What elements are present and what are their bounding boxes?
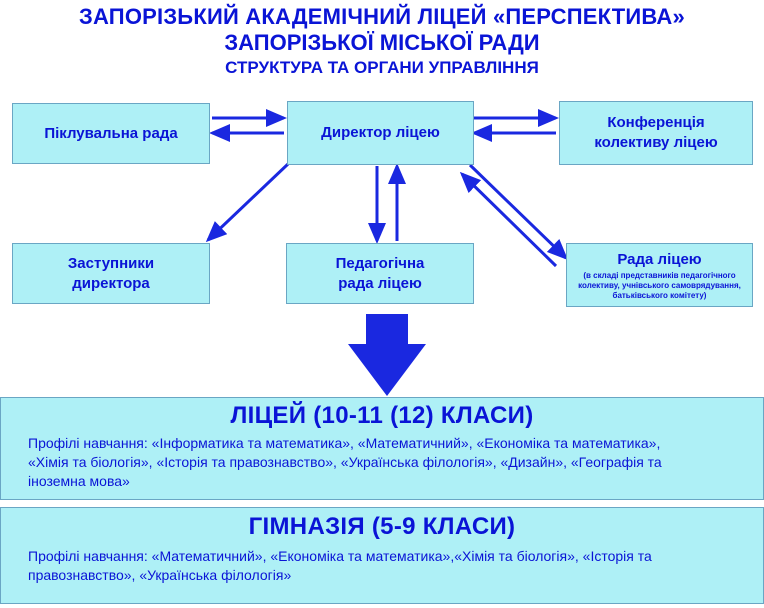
lyceum-council-note-3: батьківського комітету)	[612, 290, 707, 300]
lyceum-council-box: Рада ліцею (в складі представників педаг…	[566, 243, 753, 307]
lyceum-profiles-1: Профілі навчання: «Інформатика та матема…	[28, 435, 661, 451]
gymnasium-section: ГІМНАЗІЯ (5-9 КЛАСИ) Профілі навчання: «…	[0, 507, 764, 604]
lyceum-profiles-2: «Хімія та біологія», «Історія та правозн…	[28, 454, 662, 470]
arrow-lyceum-council-to-director	[459, 171, 558, 268]
conference-label-1: Конференція	[607, 114, 705, 131]
big-down-arrow	[348, 314, 426, 396]
conference-label-2: колективу ліцею	[594, 134, 718, 151]
deputies-label-2: директора	[72, 274, 150, 292]
school-title: ЗАПОРІЗЬКИЙ АКАДЕМІЧНИЙ ЛІЦЕЙ «ПЕРСПЕКТИ…	[79, 4, 685, 29]
deputies-box: Заступники директора	[12, 243, 210, 304]
arrow-director-to-deputies	[205, 162, 290, 243]
gymnasium-profiles-1: Профілі навчання: «Математичний», «Еконо…	[28, 548, 652, 564]
structure-title: СТРУКТУРА ТА ОРГАНИ УПРАВЛІННЯ	[225, 58, 539, 77]
pedagogical-council-box: Педагогічна рада ліцею	[286, 243, 474, 304]
lyceum-profiles-3: іноземна мова»	[28, 473, 130, 489]
lyceum-council-title: Рада ліцею	[617, 250, 702, 268]
gymnasium-profiles-2: правознавство», «Українська філологія»	[28, 567, 292, 583]
ped-council-label-1: Педагогічна	[335, 254, 425, 272]
school-subtitle: ЗАПОРІЗЬКОЇ МІСЬКОЇ РАДИ	[224, 30, 540, 55]
gymnasium-heading: ГІМНАЗІЯ (5-9 КЛАСИ)	[248, 513, 516, 540]
deputies-label-1: Заступники	[67, 254, 155, 272]
board-of-trustees-box: Піклувальна рада	[12, 103, 210, 164]
director-label: Директор ліцею	[321, 124, 440, 141]
board-of-trustees-label: Піклувальна рада	[44, 124, 178, 142]
director-box: Директор ліцею	[287, 101, 474, 165]
conference-box: Конференція колективу ліцею	[559, 101, 753, 165]
lyceum-council-note-2: колективу, учнівського самоврядування,	[578, 280, 741, 290]
arrow-director-to-lyceum-council	[468, 163, 569, 261]
lyceum-heading: ЛІЦЕЙ (10-11 (12) КЛАСИ)	[230, 402, 534, 429]
lyceum-section: ЛІЦЕЙ (10-11 (12) КЛАСИ) Профілі навчанн…	[0, 397, 764, 500]
ped-council-label-2: рада ліцею	[338, 274, 422, 292]
lyceum-council-note-1: (в складі представників педагогічного	[583, 270, 736, 280]
